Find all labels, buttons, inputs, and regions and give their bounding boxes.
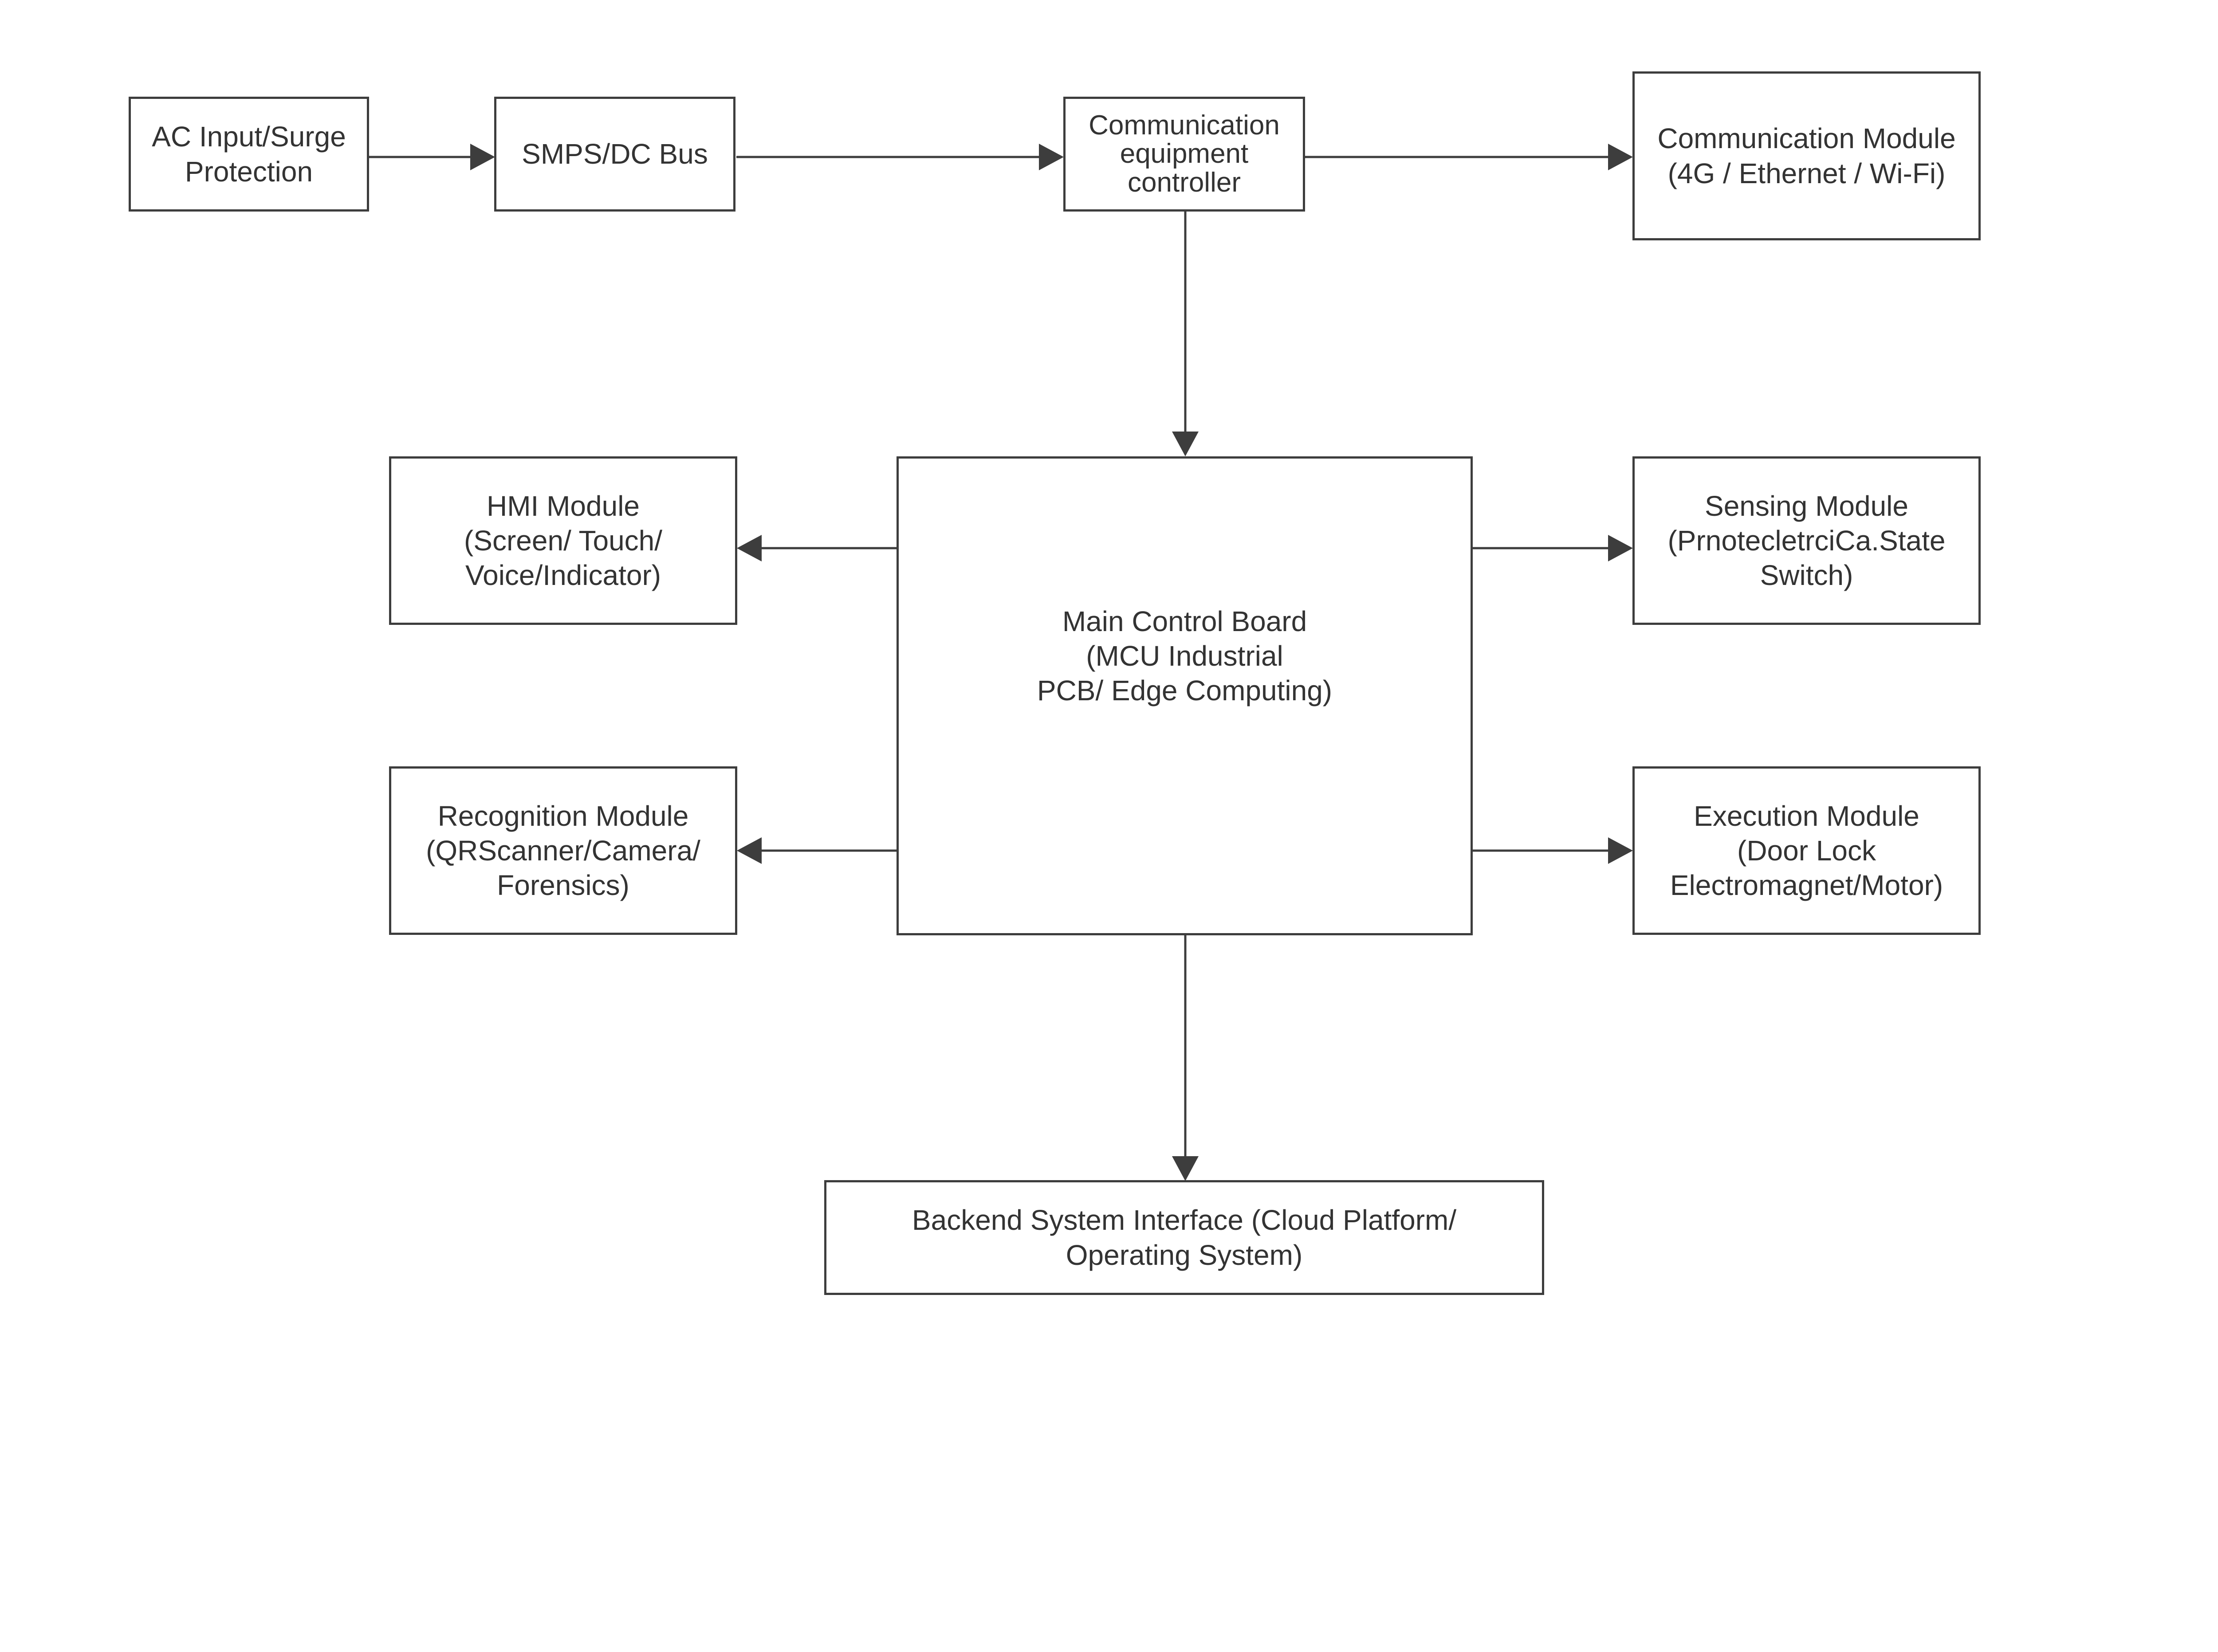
ac-input-surge-protection-box: AC Input/Surge Protection	[129, 97, 369, 212]
arrowhead-controller	[1039, 144, 1064, 170]
hmi-module-box: HMI Module (Screen/ Touch/ Voice/Indicat…	[389, 456, 737, 625]
sensing-module-label: Sensing Module (PrnotecletrciCa.State Sw…	[1667, 490, 1946, 592]
ac-input-label: AC Input/Surge Protection	[152, 121, 346, 188]
backend-interface-label: Backend System Interface (Cloud Platform…	[912, 1204, 1457, 1271]
comm-controller-label: Communication equipment controller	[1089, 110, 1280, 198]
arrowhead-hmi	[737, 535, 762, 561]
communication-module-box: Communication Module (4G / Ethernet / Wi…	[1632, 71, 1981, 240]
arrowhead-execution	[1608, 837, 1633, 864]
recognition-module-label: Recognition Module (QRScanner/Camera/ Fo…	[426, 800, 700, 902]
smps-dc-bus-box: SMPS/DC Bus	[494, 97, 735, 212]
execution-module-box: Execution Module (Door Lock Electromagne…	[1632, 766, 1981, 935]
recognition-module-box: Recognition Module (QRScanner/Camera/ Fo…	[389, 766, 737, 935]
arrowhead-backend	[1172, 1156, 1199, 1181]
arrowhead-smps	[470, 144, 495, 170]
arrowhead-recognition	[737, 837, 762, 864]
execution-module-label: Execution Module (Door Lock Electromagne…	[1670, 800, 1943, 902]
arrowhead-sensing	[1608, 535, 1633, 561]
hmi-module-label: HMI Module (Screen/ Touch/ Voice/Indicat…	[464, 490, 663, 592]
smps-label: SMPS/DC Bus	[522, 138, 708, 170]
arrowhead-main-board	[1172, 432, 1199, 456]
backend-system-interface-box: Backend System Interface (Cloud Platform…	[824, 1180, 1544, 1295]
main-board-label: Main Control Board (MCU Industrial PCB/ …	[1037, 605, 1333, 707]
arrowhead-comm-module	[1608, 144, 1633, 170]
communication-equipment-controller-box: Communication equipment controller	[1063, 97, 1305, 212]
sensing-module-box: Sensing Module (PrnotecletrciCa.State Sw…	[1632, 456, 1981, 625]
main-control-board-box: Main Control Board (MCU Industrial PCB/ …	[897, 456, 1473, 935]
comm-module-label: Communication Module (4G / Ethernet / Wi…	[1657, 122, 1956, 189]
